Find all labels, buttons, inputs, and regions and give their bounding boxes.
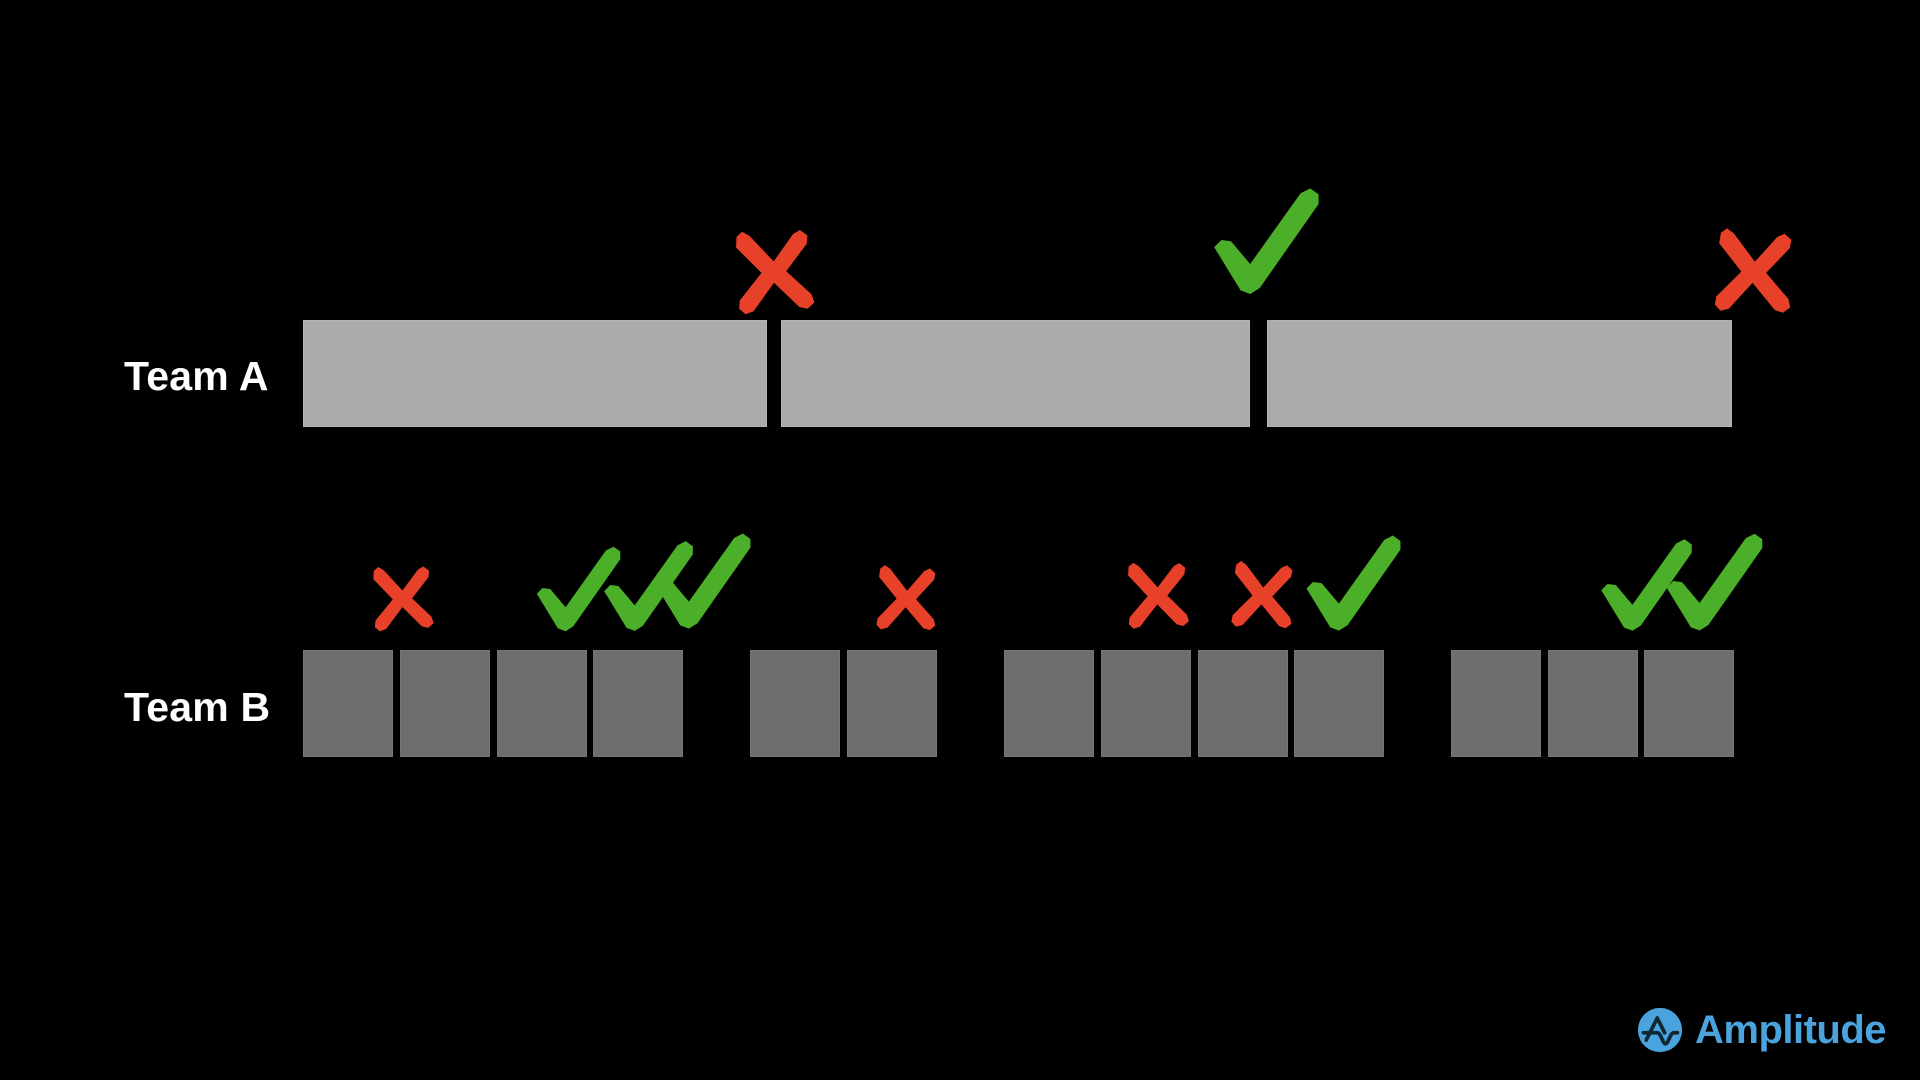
team-b-release-block bbox=[1294, 650, 1384, 757]
check-mark-icon bbox=[598, 534, 700, 636]
team-b-release-block bbox=[303, 650, 393, 757]
team-b-release-block bbox=[847, 650, 937, 757]
team-b-release-block bbox=[593, 650, 683, 757]
team-b-label: Team B bbox=[124, 684, 271, 730]
amplitude-logo: Amplitude bbox=[1637, 1007, 1887, 1053]
team-b-release-block bbox=[400, 650, 490, 757]
team-a-release-bar bbox=[1267, 320, 1732, 427]
team-b-release-block bbox=[750, 650, 840, 757]
cross-mark-icon bbox=[857, 550, 952, 645]
amplitude-logo-icon bbox=[1637, 1007, 1683, 1053]
team-a-release-bar bbox=[781, 320, 1250, 427]
check-mark-icon bbox=[1207, 180, 1327, 300]
cross-mark-icon bbox=[1107, 546, 1204, 643]
team-b-release-block bbox=[1548, 650, 1638, 757]
check-mark-icon bbox=[1595, 532, 1699, 636]
team-a-label: Team A bbox=[124, 353, 269, 399]
cross-mark-icon bbox=[1690, 209, 1814, 333]
team-b-release-block bbox=[1198, 650, 1288, 757]
amplitude-wordmark: Amplitude bbox=[1695, 1008, 1887, 1052]
check-mark-icon bbox=[1660, 526, 1770, 636]
team-b-release-block bbox=[1101, 650, 1191, 757]
team-a-release-bar bbox=[303, 320, 767, 427]
check-mark-icon bbox=[650, 526, 758, 634]
cross-mark-icon bbox=[1212, 546, 1311, 645]
team-b-release-block bbox=[1644, 650, 1734, 757]
check-mark-icon bbox=[531, 540, 627, 636]
cross-mark-icon bbox=[353, 550, 450, 647]
team-b-release-block bbox=[1004, 650, 1094, 757]
team-b-release-block bbox=[497, 650, 587, 757]
cross-mark-icon bbox=[709, 208, 835, 334]
check-mark-icon bbox=[1300, 528, 1408, 636]
team-b-release-block bbox=[1451, 650, 1541, 757]
